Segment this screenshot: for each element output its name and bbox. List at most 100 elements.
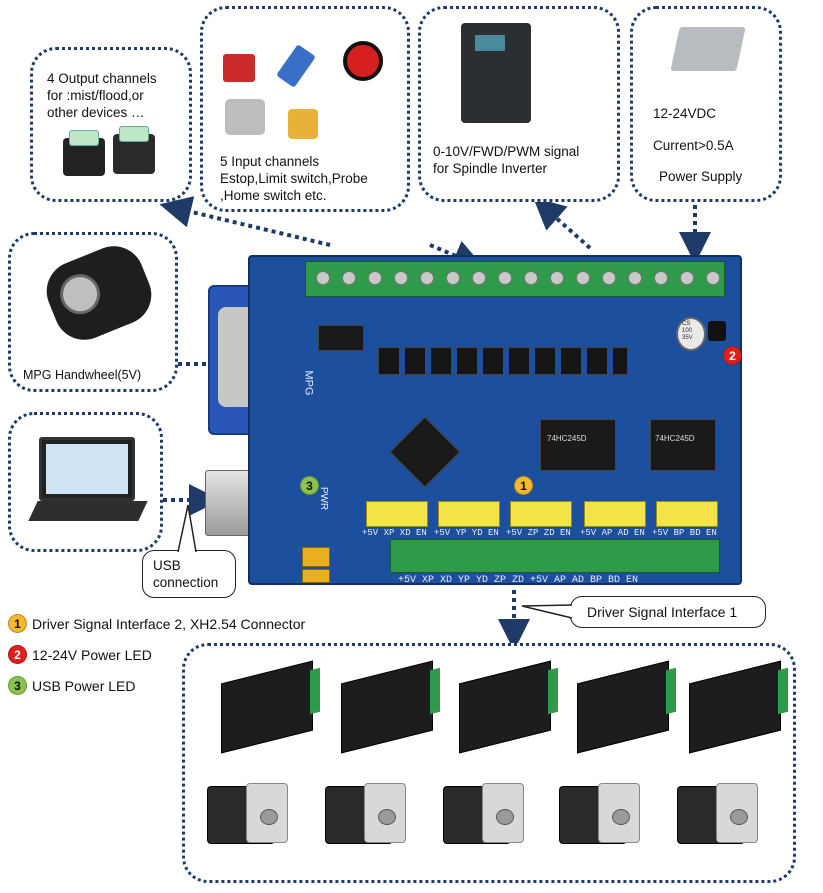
handwheel-icon xyxy=(37,237,161,349)
driver-signal-callout: Driver Signal Interface 1 xyxy=(570,596,766,628)
input-channels-box: 5 Input channels Estop,Limit switch,Prob… xyxy=(200,6,410,212)
power-line3: Power Supply xyxy=(659,169,743,184)
power-line1: 12-24VDC xyxy=(653,106,717,121)
estop-button-icon xyxy=(343,41,383,81)
marker-3: 3 xyxy=(300,476,319,495)
marker-2: 2 xyxy=(723,346,742,365)
stepper-motor-1 xyxy=(207,783,288,844)
drivers-motors-box xyxy=(182,643,796,883)
marker-1: 1 xyxy=(514,476,533,495)
input-line1: 5 Input channels xyxy=(220,154,320,169)
power-supply-box: 12-24VDC Current>0.5A Power Supply xyxy=(630,6,782,202)
relay-cover-icon xyxy=(69,130,99,146)
terminal-screw xyxy=(680,271,694,285)
xh-connector-a xyxy=(584,501,646,527)
output-line3: other devices … xyxy=(47,105,145,120)
output-line2: for :mist/flood,or xyxy=(47,88,144,103)
laptop-keyboard-icon xyxy=(28,501,148,521)
stepper-driver-2 xyxy=(341,660,440,754)
power-line2: Current>0.5A xyxy=(653,138,734,153)
marker-3-text: 3 xyxy=(306,478,313,493)
inverter-icon xyxy=(461,23,531,123)
xh-pins-b: +5V BP BD EN xyxy=(652,528,717,538)
capacitor-label: CS 100 35V xyxy=(682,321,693,341)
buffer-chip-1: 74HC245D xyxy=(540,419,616,471)
mpg-handwheel-box: MPG Handwheel(5V) xyxy=(8,232,178,392)
ic-small xyxy=(318,325,364,351)
legend-text-2: 12-24V Power LED xyxy=(32,646,152,663)
terminal-screw xyxy=(550,271,564,285)
bottom-pin-labels: +5V XP XD YP YD ZP ZD +5V AP AD BP BD EN xyxy=(398,575,639,586)
legend-marker-1: 1 xyxy=(8,614,27,633)
arrow-spindle xyxy=(533,197,592,250)
legend-row-3: 3 USB Power LED xyxy=(8,676,135,695)
terminal-screw xyxy=(628,271,642,285)
controller-board: 74HC245D 74HC245D CS 100 35V +5V XP XD E… xyxy=(248,255,742,586)
legend-text-1: Driver Signal Interface 2, XH2.54 Connec… xyxy=(32,615,306,632)
terminal-screw xyxy=(576,271,590,285)
stepper-driver-4 xyxy=(577,660,676,754)
mpg-silk-label: MPG xyxy=(302,370,315,396)
marker-2-text: 2 xyxy=(729,348,736,363)
terminal-screw xyxy=(394,271,408,285)
output-channels-box: 4 Output channels for :mist/flood,or oth… xyxy=(30,47,192,202)
relay-cover-icon xyxy=(119,126,149,142)
stepper-motor-4 xyxy=(559,783,640,844)
arrow-outputs xyxy=(159,196,331,247)
laptop-box xyxy=(8,412,163,552)
legend-marker-3: 3 xyxy=(8,676,27,695)
xh-connector-b xyxy=(656,501,718,527)
legend-row-2: 2 12-24V Power LED xyxy=(8,645,152,664)
stepper-motor-5 xyxy=(677,783,758,844)
xh-connector-x xyxy=(366,501,428,527)
microcontroller-chip xyxy=(389,416,461,488)
terminal-screw xyxy=(602,271,616,285)
xh-connector-y xyxy=(438,501,500,527)
terminal-screw xyxy=(420,271,434,285)
terminal-screw xyxy=(446,271,460,285)
usb-line1: USB xyxy=(153,558,181,573)
laptop-icon xyxy=(39,437,135,501)
legend-marker-2: 2 xyxy=(8,645,27,664)
stepper-motor-2 xyxy=(325,783,406,844)
legend-text-3: USB Power LED xyxy=(32,677,136,694)
driver-callout-label: Driver Signal Interface 1 xyxy=(587,604,738,620)
xh-pins-a: +5V AP AD EN xyxy=(580,528,645,538)
inductive-sensor-icon xyxy=(288,109,318,139)
terminal-screw xyxy=(472,271,486,285)
terminal-screw xyxy=(706,271,720,285)
xh-pins-x: +5V XP XD EN xyxy=(362,528,427,538)
terminal-screw xyxy=(524,271,538,285)
inductor xyxy=(708,321,726,341)
xh-pins-y: +5V YP YD EN xyxy=(434,528,499,538)
xh-pins-z: +5V ZP ZD EN xyxy=(506,528,571,538)
stepper-driver-5 xyxy=(689,660,788,754)
spindle-line1: 0-10V/FWD/PWM signal xyxy=(433,144,580,159)
electrolytic-capacitor: CS 100 35V xyxy=(676,317,706,351)
spindle-line2: for Spindle Inverter xyxy=(433,161,548,176)
stepper-driver-1 xyxy=(221,660,320,754)
terminal-screw xyxy=(654,271,668,285)
output-line1: 4 Output channels xyxy=(47,71,157,86)
chip1-text: 74HC245D xyxy=(547,434,587,443)
chip2-text: 74HC245D xyxy=(655,434,695,443)
push-switch-icon xyxy=(225,99,265,135)
limit-switch-icon xyxy=(223,54,255,82)
usb-line2: connection xyxy=(153,575,219,590)
xh-connector-z xyxy=(510,501,572,527)
stepper-driver-3 xyxy=(459,660,558,754)
fuse-component xyxy=(302,547,330,567)
stepper-motor-3 xyxy=(443,783,524,844)
mpg-label: MPG Handwheel(5V) xyxy=(23,368,142,382)
usb-connection-callout: USB connection xyxy=(142,550,236,598)
marker-1-text: 1 xyxy=(520,478,527,493)
proximity-sensor-icon xyxy=(276,44,316,88)
buffer-chip-2: 74HC245D xyxy=(650,419,716,471)
bottom-terminal-block xyxy=(390,539,720,573)
power-supply-icon xyxy=(670,27,746,71)
terminal-screw xyxy=(498,271,512,285)
terminal-screw xyxy=(342,271,356,285)
spindle-inverter-box: 0-10V/FWD/PWM signal for Spindle Inverte… xyxy=(418,6,620,202)
optocoupler-row xyxy=(378,347,628,375)
fuse-component xyxy=(302,569,330,583)
